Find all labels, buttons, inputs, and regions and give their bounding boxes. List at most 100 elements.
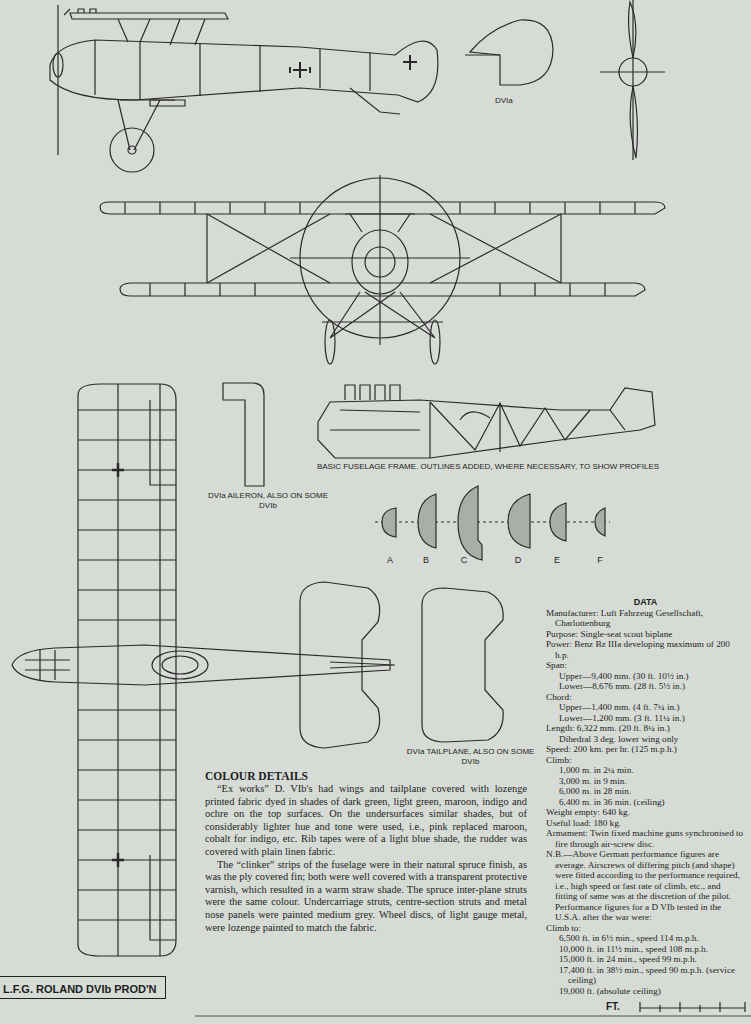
data-line: Climb: <box>546 755 745 766</box>
data-line: Upper—1,400 mm. (4 ft. 7¼ in.) <box>546 702 745 713</box>
side-view-line <box>50 40 438 102</box>
profile-sections-line <box>508 494 530 548</box>
part-label: DVIa <box>495 96 535 106</box>
front-view-line <box>207 214 561 283</box>
profile-sections <box>375 486 610 560</box>
aileron-drawing-line <box>223 383 264 486</box>
front-view-line <box>379 175 380 345</box>
side-view-line <box>118 100 175 150</box>
plan-view-line <box>300 582 380 748</box>
data-line: Lower—1,200 mm. (3 ft. 11¼ in.) <box>546 713 745 724</box>
profile-sections-line <box>418 494 436 548</box>
side-view-line <box>70 13 228 19</box>
side-view-line <box>350 88 400 114</box>
side-view-line <box>64 9 96 15</box>
data-line: Lower—8,676 mm. (28 ft. 5½ in.) <box>546 681 745 692</box>
section-letter: D <box>512 555 524 565</box>
note-paragraph: “Ex works” D. VIb's had wings and tailpl… <box>205 783 527 859</box>
front-view-line <box>352 230 408 294</box>
data-line: 6,000 m. in 28 min. <box>546 786 745 797</box>
data-line: Useful load: 180 kg. <box>546 818 745 829</box>
side-view-line <box>95 40 370 99</box>
side-view-line <box>470 20 553 85</box>
data-line: N.B.—Above German performance figures ar… <box>546 849 745 923</box>
side-view-line <box>150 100 185 106</box>
part-label: DVIa TAILPLANE, ALSO ON SOME DVIb <box>398 747 543 767</box>
scale-bar <box>195 1002 751 1016</box>
side-view-line <box>128 146 136 154</box>
fuselage-frame-line <box>610 410 625 430</box>
side-view-line <box>403 55 417 70</box>
scale-label: FT. <box>606 1002 636 1012</box>
data-line: Chord: <box>546 692 745 703</box>
note-paragraph: The “clinker” strips of the fuselage wer… <box>205 859 527 935</box>
data-line: Climb to: <box>546 923 745 934</box>
data-line: 15,000 ft. in 24 min., speed 99 m.p.h. <box>546 954 745 965</box>
plan-view-line <box>152 651 208 679</box>
front-view-line <box>345 214 415 232</box>
front-view-line <box>430 320 440 364</box>
data-table: DATAManufacturer: Luft Fahrzeug Gesellsc… <box>546 597 745 996</box>
data-line: Armament: Twin fixed machine guns synchr… <box>546 828 745 849</box>
fuselage-frame <box>318 385 655 458</box>
data-line: Upper—9,400 mm. (30 ft. 10½ in.) <box>546 671 745 682</box>
plan-view-line <box>12 645 390 685</box>
caption-label: BASIC FUSELAGE FRAME. OUTLINES ADDED, WH… <box>300 462 676 472</box>
front-view-line <box>207 214 561 283</box>
section-letter: C <box>458 555 470 565</box>
data-line: Purpose: Single-seat scout biplane <box>546 629 745 640</box>
table-heading: DATA <box>546 597 745 608</box>
fuselage-frame-line <box>345 385 400 400</box>
data-line: Span: <box>546 660 745 671</box>
front-view-line <box>325 320 335 364</box>
section-letter: A <box>384 555 396 565</box>
fuselage-frame-line <box>330 410 490 430</box>
plan-view-line <box>162 656 198 674</box>
data-line: Dihedral 3 deg. lower wing only <box>546 734 745 745</box>
section-heading: COLOUR DETAILS <box>205 769 527 783</box>
tailplane-drawing <box>422 588 503 742</box>
front-view-line <box>322 292 443 338</box>
title-text: L.F.G. ROLAND DVIb PROD'N <box>3 983 157 995</box>
side-view-line <box>118 19 205 45</box>
profile-sections-line <box>382 508 396 537</box>
section-letter: F <box>594 555 606 565</box>
plan-view-line <box>78 384 176 956</box>
data-line: 1,000 m. in 2¼ min. <box>546 765 745 776</box>
data-line: 6,500 ft. in 6½ min., speed 114 m.p.h. <box>546 933 745 944</box>
data-line: 17,400 ft. in 38½ min., speed 90 m.p.h. … <box>546 965 745 986</box>
side-view-line <box>110 128 154 172</box>
plan-view-line <box>25 650 70 680</box>
data-line: Manufacturer: Luft Fahrzeug Gesellschaft… <box>546 608 745 629</box>
side-view-line <box>600 71 665 72</box>
title-box: L.F.G. ROLAND DVIb PROD'N <box>0 976 166 999</box>
front-view <box>100 175 665 364</box>
profile-sections-line <box>550 503 566 541</box>
data-line: 6,400 m. in 36 min. (ceiling) <box>546 797 745 808</box>
data-line: Weight empty: 640 kg. <box>546 807 745 818</box>
aileron-drawing <box>223 383 264 486</box>
side-view-line <box>629 2 638 158</box>
plan-view-line <box>78 410 176 920</box>
front-view-line <box>365 247 395 277</box>
front-view-line <box>290 257 470 258</box>
section-letter: E <box>551 555 563 565</box>
plan-view-line <box>330 662 395 668</box>
side-view-line <box>290 62 310 78</box>
side-view-line <box>465 54 500 55</box>
fuselage-frame-line <box>318 388 655 458</box>
data-line: Power: Benz Bz IIIa developing maximum o… <box>546 639 745 660</box>
colour-notes: COLOUR DETAILS“Ex works” D. VIb's had wi… <box>205 769 527 934</box>
plan-view-line <box>112 463 124 867</box>
front-view-line <box>100 202 665 214</box>
data-line: 10,000 ft. in 11½ min., speed 108 m.p.h. <box>546 944 745 955</box>
side-view <box>50 0 665 172</box>
side-view-line <box>57 5 58 155</box>
data-line: 19,000 ft. (absolute ceiling) <box>546 986 745 997</box>
section-letter: B <box>420 555 432 565</box>
fuselage-frame-line <box>430 402 590 458</box>
scale-bar-line <box>640 1002 745 1012</box>
data-line: Speed: 200 km. per hr. (125 m.p.h.) <box>546 744 745 755</box>
tailplane-drawing-line <box>422 588 503 742</box>
scale-bar-line <box>195 1016 751 1017</box>
